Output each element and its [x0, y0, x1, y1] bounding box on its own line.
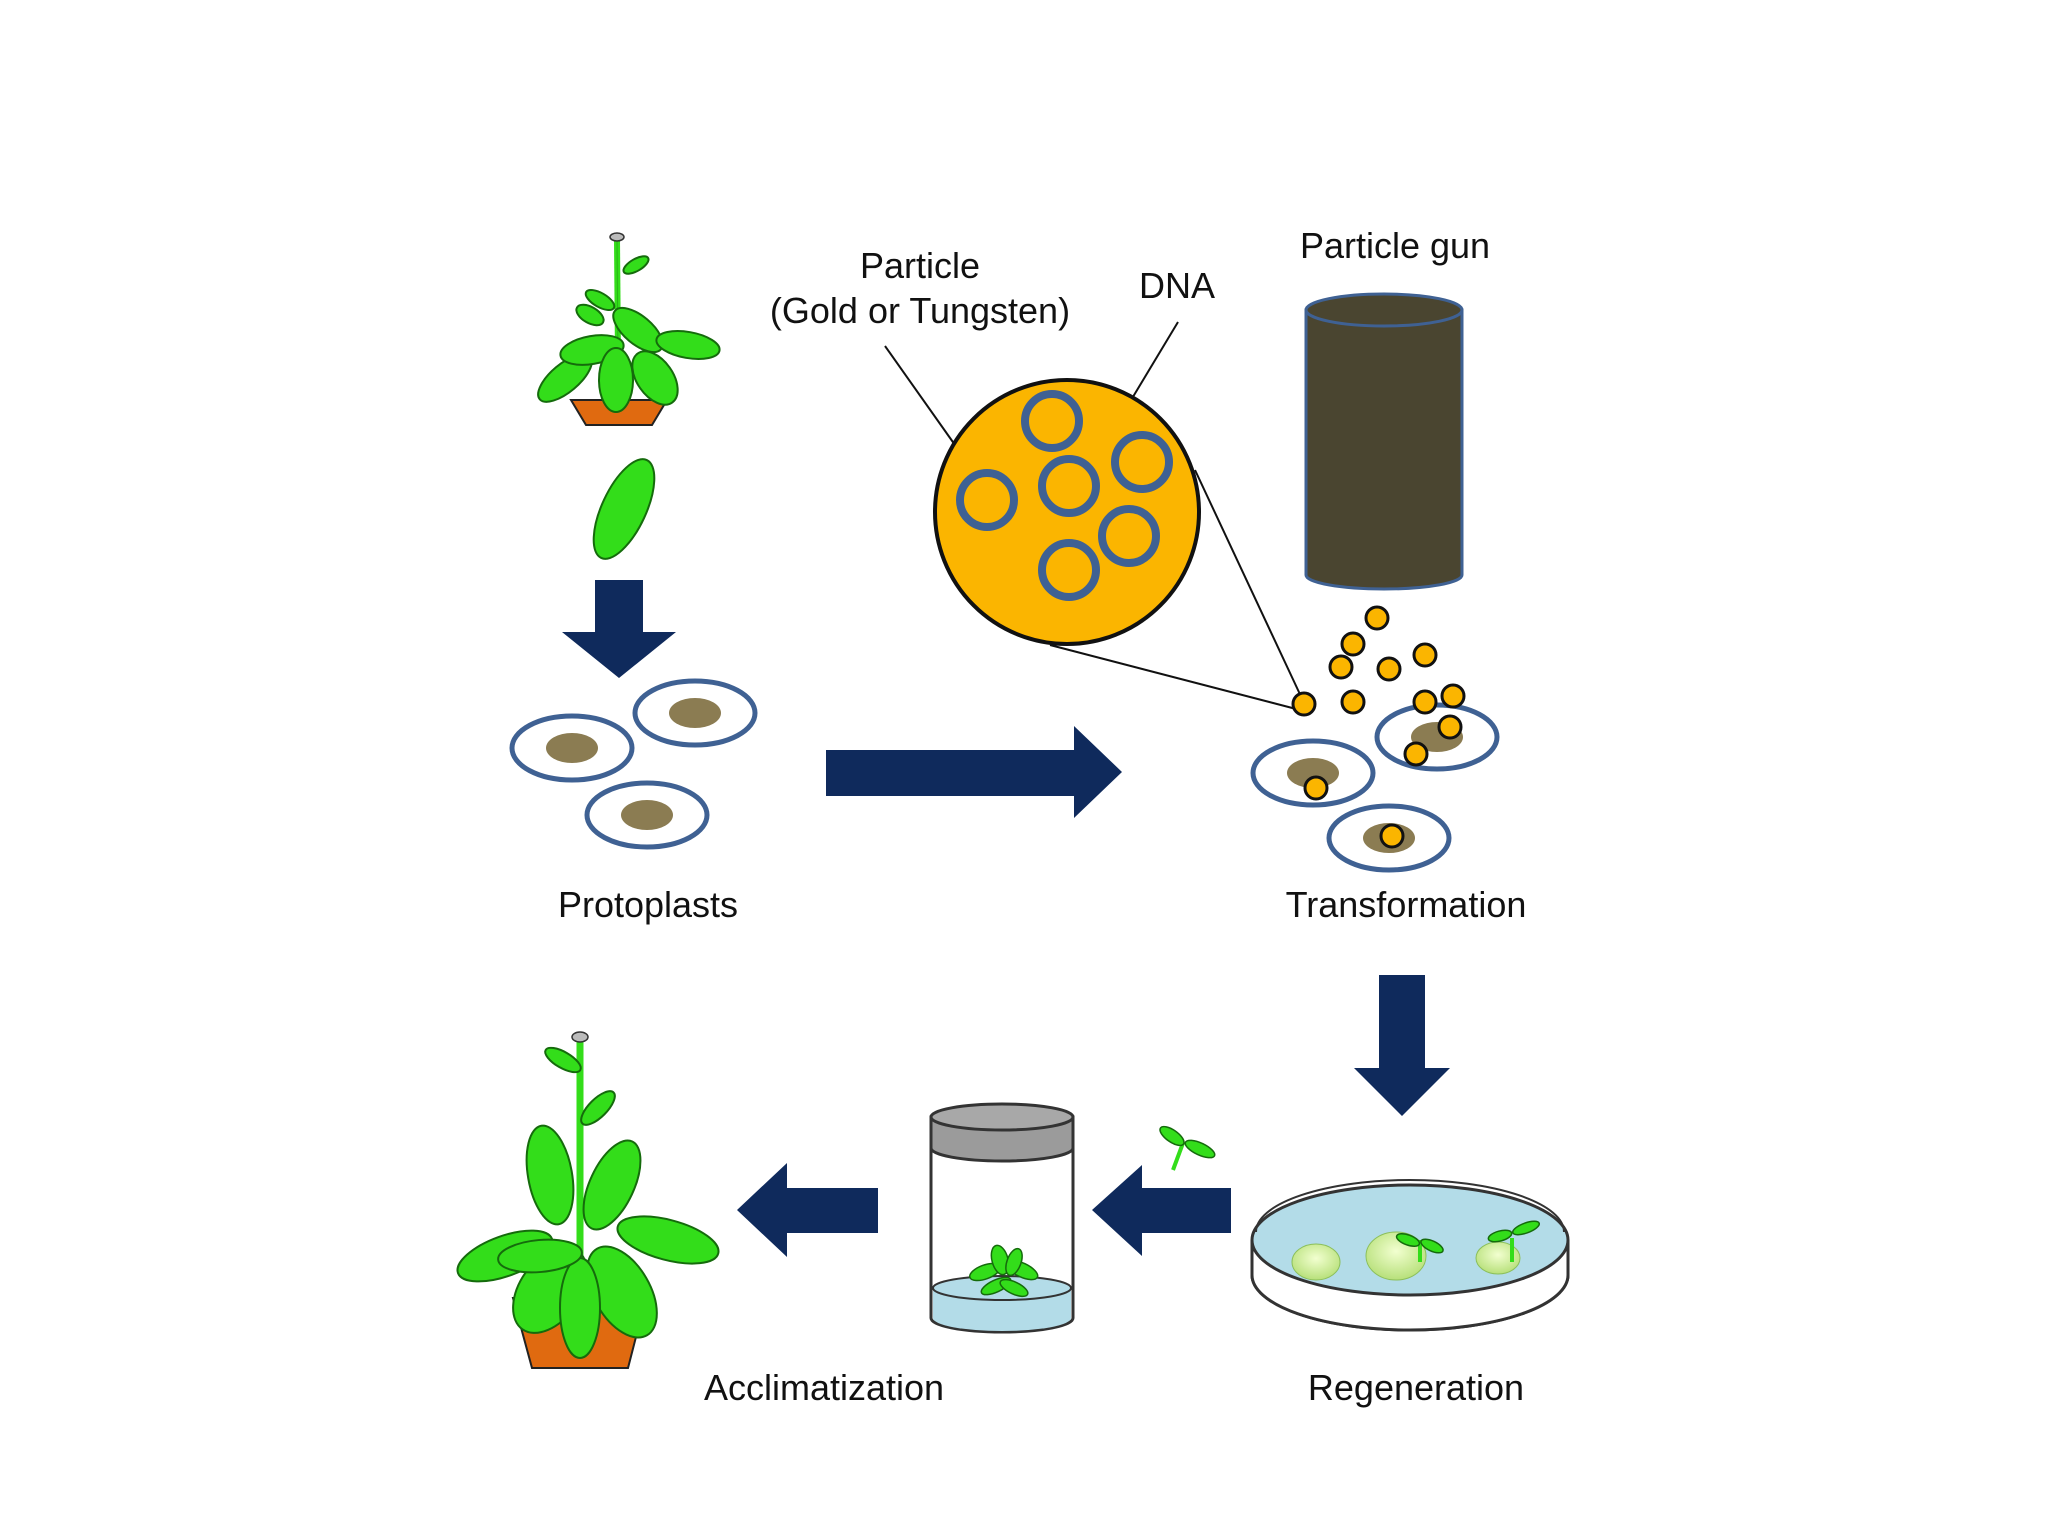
arrow-down-icon: [562, 580, 676, 678]
seedling-icon: [1395, 1220, 1541, 1262]
mature-plant-icon: [456, 1031, 720, 1369]
magnified-particle: [884, 321, 1306, 711]
label-dna: DNA: [1139, 265, 1215, 306]
arrow-down-icon: [1354, 975, 1450, 1116]
particle-gun-icon: [1304, 292, 1464, 591]
label-particle: Particle: [860, 245, 980, 286]
protoplast-cells: [509, 678, 758, 850]
source-plant-icon: [537, 232, 721, 426]
label-regeneration: Regeneration: [1308, 1367, 1524, 1408]
label-transformation: Transformation: [1286, 884, 1527, 925]
label-acclimatization: Acclimatization: [704, 1367, 944, 1408]
label-particle-gun: Particle gun: [1300, 225, 1490, 266]
culture-jar-icon: [929, 1102, 1075, 1334]
leaf-icon: [592, 458, 656, 560]
label-particle-material: (Gold or Tungsten): [770, 290, 1070, 331]
arrow-right-icon: [826, 726, 1122, 818]
gold-particle-icon: [1291, 605, 1466, 849]
arrow-left-icon: [737, 1163, 878, 1257]
petri-dish-icon: [1250, 1179, 1570, 1332]
arrow-left-icon: [1092, 1165, 1231, 1256]
seedling-icon: [1159, 1125, 1216, 1171]
dna-rings: [956, 390, 1173, 601]
label-protoplasts: Protoplasts: [558, 884, 738, 925]
